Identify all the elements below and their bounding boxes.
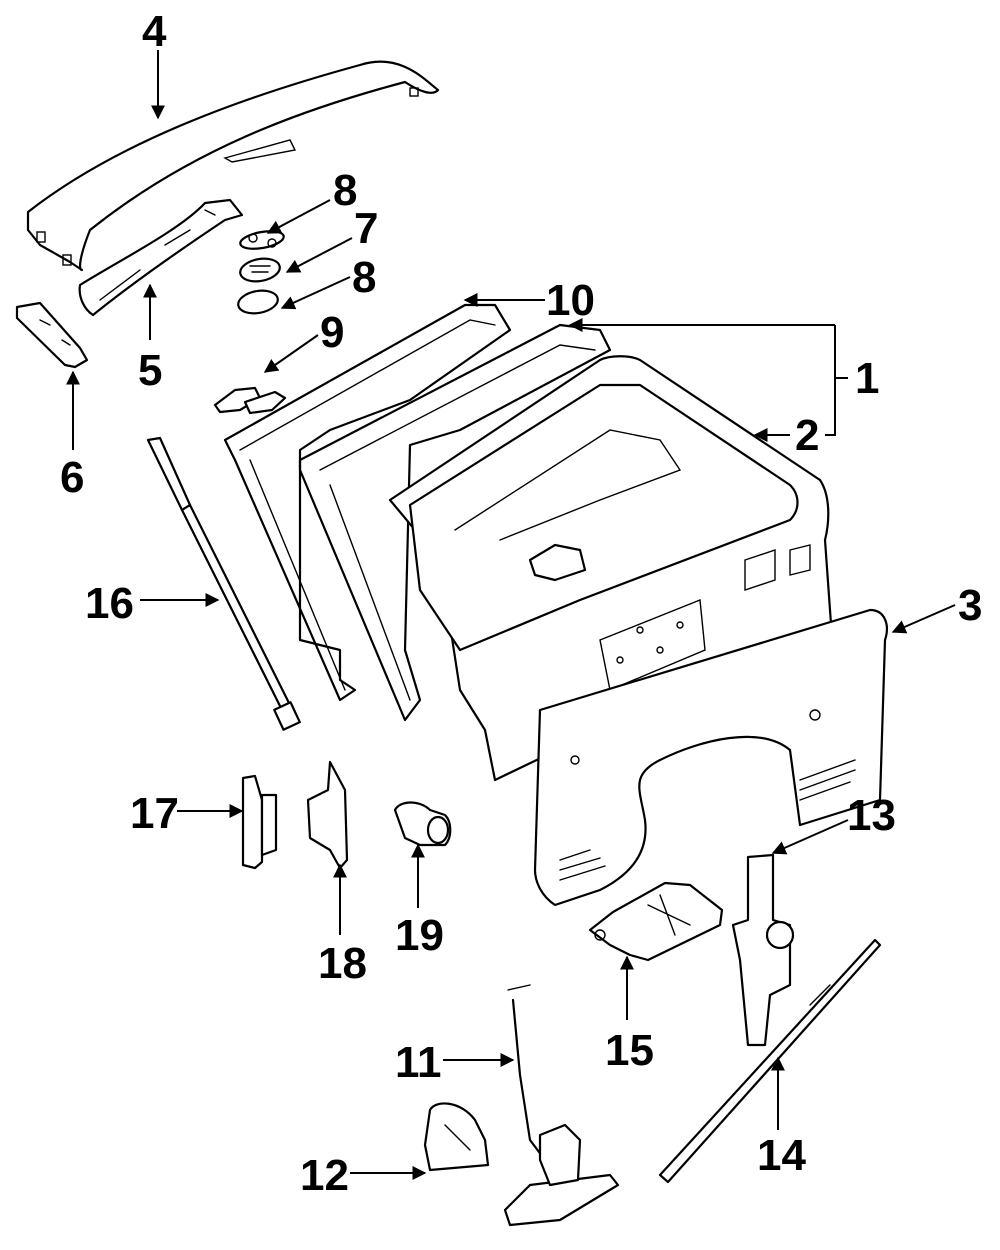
leader-7	[285, 237, 353, 273]
leader-9	[263, 334, 319, 373]
part-gasket-upper[interactable]	[239, 228, 285, 251]
callout-3: 3	[958, 581, 982, 630]
callout-8-upper: 8	[333, 166, 357, 215]
callout-10: 10	[546, 276, 595, 325]
part-weatherstrip[interactable]	[223, 303, 512, 702]
part-hinge[interactable]	[213, 386, 287, 415]
part-lamp-housing[interactable]	[238, 256, 281, 285]
callout-1: 1	[855, 354, 879, 403]
callout-12: 12	[300, 1151, 349, 1200]
part-lock-rod[interactable]	[658, 938, 882, 1184]
leader-13	[771, 819, 849, 855]
part-hinge-plate[interactable]	[241, 774, 278, 870]
part-striker[interactable]	[423, 1102, 490, 1172]
part-lens[interactable]	[236, 288, 279, 317]
part-bumper-stop[interactable]	[306, 760, 349, 870]
part-latch[interactable]	[731, 853, 795, 1047]
callout-13: 13	[847, 791, 896, 840]
callout-4: 4	[142, 7, 167, 56]
callout-5: 5	[138, 346, 162, 395]
callout-6: 6	[60, 453, 84, 502]
callout-19: 19	[395, 911, 444, 960]
callout-17: 17	[130, 789, 179, 838]
callout-2: 2	[795, 411, 819, 460]
part-spoiler[interactable]	[26, 60, 440, 272]
part-support-strut[interactable]	[146, 436, 301, 731]
callout-16: 16	[85, 579, 134, 628]
part-liftgate-assembly[interactable]	[388, 355, 837, 782]
part-lock-cylinder[interactable]	[393, 801, 452, 847]
callout-18: 18	[318, 939, 367, 988]
leader-8a	[266, 199, 331, 234]
callout-15: 15	[605, 1026, 654, 1075]
callout-14: 14	[757, 1131, 806, 1180]
part-liftgate-inner-frame[interactable]	[298, 323, 612, 722]
leader-bracket-1	[825, 325, 836, 436]
leaders	[66, 50, 956, 1180]
callout-9: 9	[320, 308, 344, 357]
callout-8-lower: 8	[352, 253, 376, 302]
part-spoiler-bracket[interactable]	[78, 198, 244, 317]
part-side-bracket[interactable]	[15, 301, 89, 369]
callout-11: 11	[395, 1038, 442, 1087]
leader-3	[891, 604, 956, 634]
callout-7: 7	[354, 204, 378, 253]
part-handle[interactable]	[588, 881, 724, 962]
leader-8b	[280, 276, 351, 310]
callout-labels: 4 5 6 8 7 8 9 10 1 2 3 16 17 18 19 13 15…	[60, 7, 982, 1200]
part-release-rod[interactable]	[507, 984, 547, 1162]
part-lower-trim-panel[interactable]	[533, 608, 888, 907]
part-lower-latch[interactable]	[503, 1123, 620, 1227]
